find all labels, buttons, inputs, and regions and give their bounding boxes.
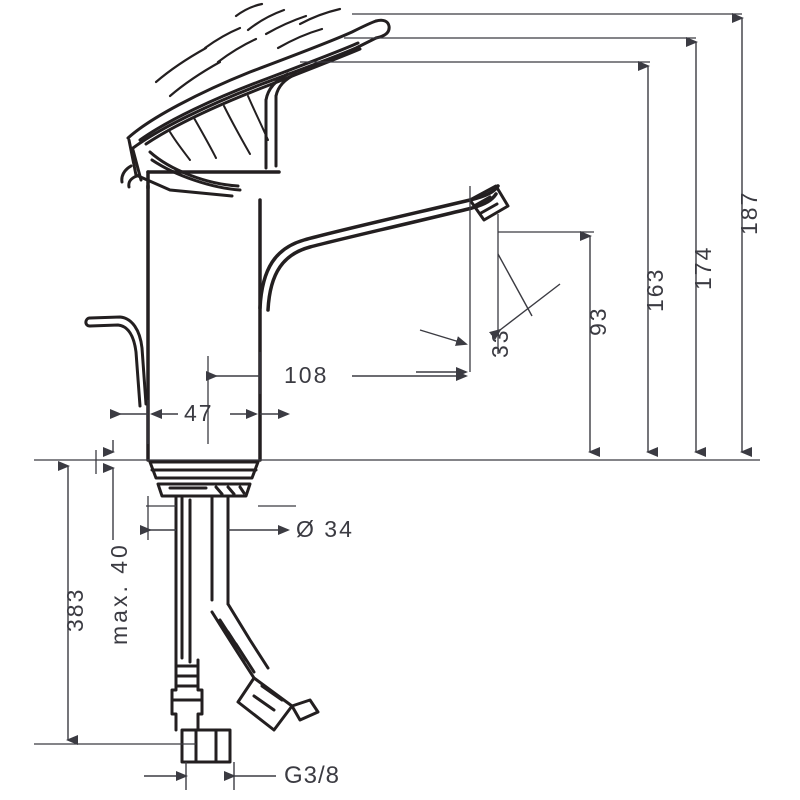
dimension-label-93: 93 — [585, 306, 611, 336]
dimension-label-47: 47 — [184, 400, 214, 426]
mounting-flange — [148, 460, 260, 498]
flex-hose-left — [170, 658, 204, 732]
dim-line-g38 — [144, 762, 276, 790]
spout-outline — [258, 184, 500, 312]
hose-connector-left — [180, 728, 232, 764]
dimension-label-33: 33 — [487, 328, 513, 358]
dimension-label-163: 163 — [642, 267, 668, 312]
witness-lines — [34, 13, 760, 745]
dimension-label-g38: G3/8 — [284, 762, 341, 789]
hose-connector-right — [236, 676, 320, 732]
dimension-label-diameter-34: Ø 34 — [296, 516, 354, 542]
handle-hatching — [154, 2, 342, 98]
pop-up-waste-rod — [84, 315, 148, 408]
lever-handle-outline — [126, 18, 391, 150]
housing-detail-lines — [169, 95, 269, 161]
dimension-label-max-40: max. 40 — [106, 542, 132, 645]
threaded-shank — [174, 494, 230, 664]
flex-hose-right — [210, 602, 270, 680]
dimension-label-174: 174 — [690, 245, 716, 290]
dimension-label-383: 383 — [62, 587, 88, 632]
dimension-label-187: 187 — [736, 190, 762, 235]
dimension-label-108: 108 — [284, 362, 329, 388]
aerator — [468, 184, 510, 222]
